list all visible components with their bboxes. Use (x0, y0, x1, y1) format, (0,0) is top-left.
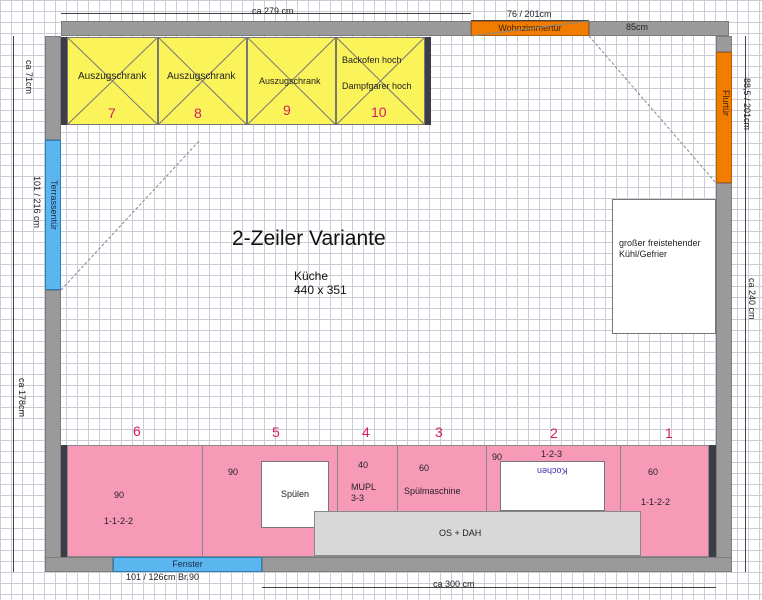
room-size: 440 x 351 (294, 283, 347, 297)
wall-bottom-left (45, 557, 113, 572)
cabinet-divider (202, 445, 203, 557)
wall-bottom-right (262, 557, 732, 572)
lower-cabinet-number-4: 4 (362, 424, 370, 440)
lower-right-endcap (709, 445, 716, 557)
room-name: Küche (294, 269, 329, 283)
flur-door-label: Flurtür (721, 90, 731, 117)
lower-cabinet-number-2: 2 (550, 425, 558, 441)
cabinet-1-width: 60 (648, 467, 659, 477)
right-door-dimension: 88,5 / 201cm (742, 78, 752, 131)
upper-cabinet-9: Auszugschrank 9 (247, 37, 336, 125)
fridge: großer freistehender Kühl/Gefrier (612, 199, 716, 334)
top-wall-dimension: ca 279 cm (252, 6, 294, 16)
cabinet-5-width: 90 (228, 467, 239, 477)
page-title: 2-Zeiler Variante (232, 227, 386, 250)
cooktop-label: Kochen (537, 466, 568, 476)
cabinet-cross-lines (158, 37, 247, 125)
upper-cabinet-number: 9 (283, 102, 291, 118)
cabinet-divider (397, 445, 398, 557)
cabinet-3-width: 60 (419, 463, 430, 473)
cabinet-2-width: 90 (492, 452, 503, 462)
upper-cabinet-label-2: Dampfgarer hoch (342, 81, 412, 91)
window-dimension: 101 / 126cm Br.90 (126, 572, 200, 582)
cabinet-4-label: MUPL (351, 482, 377, 492)
counter-overhang: OS + DAH (314, 511, 641, 556)
cooktop: Kochen (500, 461, 605, 511)
cabinet-divider (486, 445, 487, 557)
window: Fenster (113, 557, 262, 572)
fridge-label: großer freistehender (619, 238, 701, 248)
lower-cabinet-number-5: 5 (272, 424, 280, 440)
wall-left-lower (45, 290, 61, 572)
right-dimension-line (745, 36, 746, 572)
wohnzimmer-door: Wohnzimmertür (471, 21, 589, 36)
cabinet-divider (620, 445, 621, 557)
wall-top-left (61, 21, 471, 36)
upper-cabinet-label: Auszugschrank (167, 71, 236, 82)
cabinet-6-width: 90 (114, 490, 125, 500)
counter-label: OS + DAH (439, 528, 482, 538)
cabinet-6-config: 1-1-2-2 (104, 516, 134, 526)
upper-cabinet-number: 10 (371, 104, 387, 120)
upper-left-endcap (61, 37, 67, 125)
left-lower-dimension: ca 178cm (17, 378, 27, 418)
upper-cabinet-10: Backofen hoch Dampfgarer hoch 10 (336, 37, 425, 125)
lower-cabinet-number-6: 6 (133, 423, 141, 439)
top-right-dimension: 85cm (626, 22, 649, 32)
sink-label: Spülen (281, 489, 310, 499)
cabinet-3-label: Spülmaschine (404, 486, 461, 496)
top-dimension-line (61, 13, 471, 14)
cabinet-cross-lines (67, 37, 158, 125)
upper-cabinet-label: Auszugschrank (259, 76, 321, 86)
lower-left-endcap (61, 445, 67, 557)
upper-cabinet-label: Auszugschrank (78, 71, 147, 82)
wall-top-right (589, 21, 729, 36)
lower-cabinet-number-1: 1 (665, 425, 673, 441)
terrasse-door (45, 140, 61, 290)
cabinet-1-config: 1-1-2-2 (641, 497, 671, 507)
bottom-wall-dimension: ca 300 cm (433, 579, 475, 589)
upper-cabinet-label: Backofen hoch (342, 55, 402, 65)
cabinet-2-config: 1-2-3 (541, 449, 563, 459)
wall-right-lower (716, 183, 732, 572)
fridge-label-2: Kühl/Gefrier (619, 249, 668, 259)
upper-cabinet-number: 8 (194, 105, 202, 121)
bottom-dimension-line (262, 587, 716, 588)
left-dimension-line (13, 36, 14, 572)
cabinet-4-width: 40 (358, 460, 369, 470)
cabinet-cross-lines (247, 37, 336, 125)
left-door-dimension: 101 / 216 cm (32, 176, 42, 229)
cabinet-divider (337, 445, 338, 557)
right-lower-dimension: ca 240 cm (747, 278, 757, 320)
upper-cabinet-number: 7 (108, 105, 116, 121)
upper-cabinet-7: Auszugschrank 7 (67, 37, 158, 125)
wall-left-upper (45, 36, 61, 140)
flur-door (716, 52, 732, 183)
top-door-dimension: 76 / 201cm (507, 9, 552, 19)
lower-cabinet-number-3: 3 (435, 424, 443, 440)
upper-cabinet-8: Auszugschrank 8 (158, 37, 247, 125)
cabinet-4-config: 3-3 (351, 493, 365, 503)
left-upper-dimension: ca 71cm (24, 60, 34, 95)
upper-right-endcap (425, 37, 431, 125)
top-door-dimension-line (471, 20, 589, 21)
terrasse-door-label: Terrassentür (49, 180, 59, 231)
wall-right-upper (716, 36, 732, 52)
cabinet-cross-lines (336, 37, 425, 125)
